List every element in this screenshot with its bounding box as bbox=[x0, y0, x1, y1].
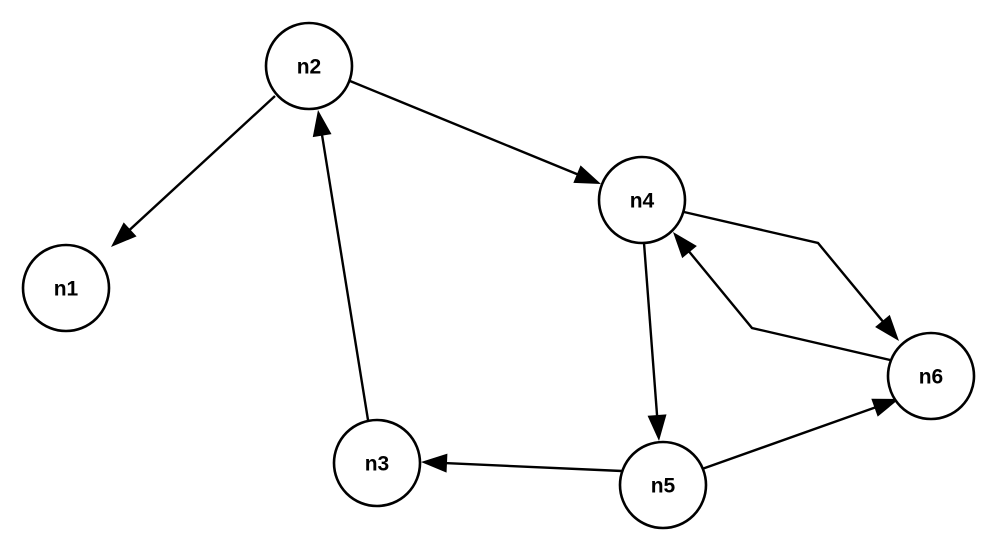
edge-line bbox=[442, 461, 623, 473]
node-n3[interactable]: n3 bbox=[332, 418, 422, 508]
edge-line bbox=[701, 405, 880, 471]
node-n1[interactable]: n1 bbox=[21, 243, 111, 333]
arrowhead-icon bbox=[871, 398, 899, 417]
arrowhead-icon bbox=[875, 314, 899, 341]
node-label: n4 bbox=[630, 190, 655, 213]
edge-line bbox=[683, 210, 887, 326]
edge-line bbox=[349, 79, 582, 178]
edge-n5-to-n6 bbox=[701, 398, 899, 471]
node-circle[interactable] bbox=[21, 243, 111, 333]
edge-n3-to-n2 bbox=[312, 110, 370, 421]
node-circle[interactable] bbox=[597, 155, 687, 245]
arrowhead-icon bbox=[312, 110, 332, 138]
arrowhead-icon bbox=[647, 414, 667, 441]
node-label: n2 bbox=[297, 56, 322, 79]
arrowhead-icon bbox=[573, 165, 601, 184]
edge-n2-to-n1 bbox=[111, 95, 276, 247]
node-label: n1 bbox=[54, 278, 79, 301]
edges-layer bbox=[111, 79, 899, 473]
node-circle[interactable] bbox=[618, 440, 708, 530]
edge-n6-to-n4 bbox=[673, 232, 891, 362]
edge-line bbox=[320, 130, 370, 421]
nodes-layer: n1 n2 n3 n4 n5 n6 bbox=[21, 21, 976, 530]
node-n4[interactable]: n4 bbox=[597, 155, 687, 245]
edge-line bbox=[685, 247, 891, 362]
edge-line bbox=[642, 242, 659, 420]
node-circle[interactable] bbox=[886, 331, 976, 421]
node-circle[interactable] bbox=[264, 21, 354, 111]
node-circle[interactable] bbox=[332, 418, 422, 508]
node-n6[interactable]: n6 bbox=[886, 331, 976, 421]
edge-n4-to-n6 bbox=[683, 210, 899, 341]
node-label: n6 bbox=[919, 366, 944, 389]
arrowhead-icon bbox=[421, 453, 448, 473]
node-label: n5 bbox=[651, 475, 676, 498]
edge-line bbox=[125, 95, 276, 234]
arrowhead-icon bbox=[111, 222, 137, 247]
node-n2[interactable]: n2 bbox=[264, 21, 354, 111]
arrowhead-icon bbox=[673, 232, 697, 259]
edge-n5-to-n3 bbox=[421, 453, 623, 473]
node-n5[interactable]: n5 bbox=[618, 440, 708, 530]
node-label: n3 bbox=[365, 453, 390, 476]
edge-n2-to-n4 bbox=[349, 79, 601, 184]
edge-n4-to-n5 bbox=[642, 242, 667, 441]
